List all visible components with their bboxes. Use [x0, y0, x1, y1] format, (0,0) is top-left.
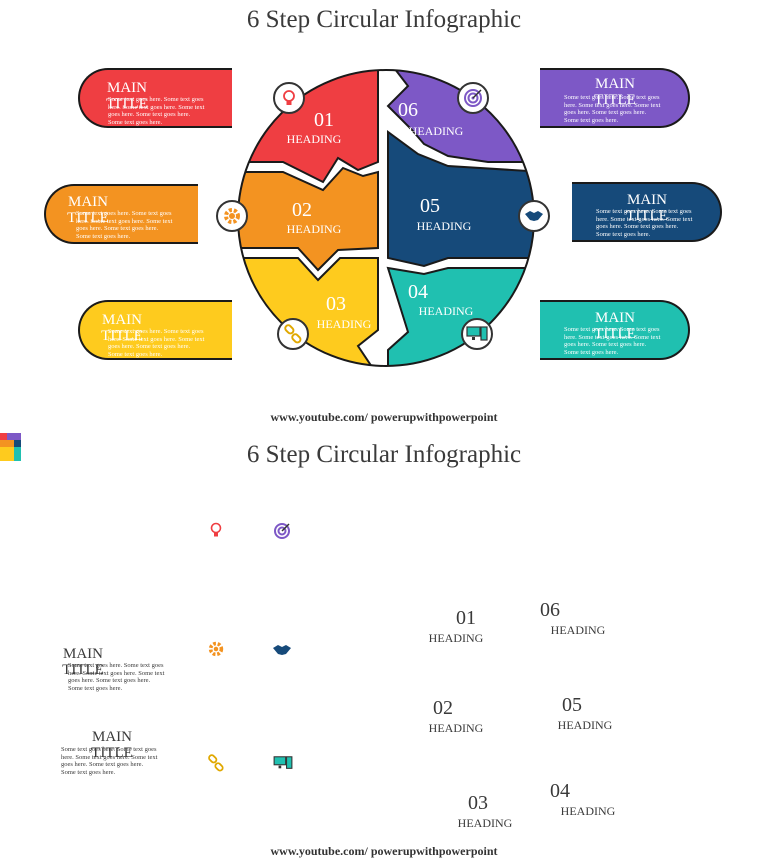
step-number-01: 01: [314, 109, 334, 131]
step-number-06: 06: [398, 99, 418, 121]
slide-title: 6 Step Circular Infographic: [246, 6, 522, 33]
step-number: 01: [456, 607, 476, 629]
step-heading-04: HEADING: [418, 304, 474, 318]
handshake-icon: [272, 643, 292, 662]
card-left-1: MAIN TITLE Some text goes here. Some tex…: [70, 66, 232, 130]
slide-title-2: 6 Step Circular Infographic: [246, 441, 522, 468]
card-right-2: MAIN TITLE Some text goes here. Some tex…: [572, 180, 728, 244]
computer-icon: [272, 755, 294, 776]
link-icon: [277, 318, 309, 350]
step-heading-05: HEADING: [416, 219, 472, 233]
card-right-1: MAIN TITLE Some text goes here. Some tex…: [540, 66, 696, 130]
lightbulb-icon: [208, 521, 224, 544]
step-number: 04: [550, 780, 570, 802]
step-heading: HEADING: [557, 718, 613, 732]
segment-05: [387, 130, 534, 268]
card-title: MAIN TITLE: [62, 646, 104, 678]
footer-link[interactable]: www.youtube.com/ powerupwithpowerpoint: [270, 410, 498, 424]
step-heading: HEADING: [428, 631, 484, 645]
lightbulb-icon: [273, 82, 305, 114]
step-heading: HEADING: [550, 623, 606, 637]
handshake-icon: [518, 200, 550, 232]
card-left-3: MAIN TITLE Some text goes here. Some tex…: [70, 298, 232, 362]
step-number-03: 03: [326, 293, 346, 315]
gear-icon: [216, 200, 248, 232]
link-icon: [207, 754, 225, 777]
computer-icon: [461, 318, 493, 350]
card-left-2: MAIN TITLE Some text goes here. Some tex…: [38, 182, 198, 246]
card-title: MAIN TITLE: [91, 729, 133, 761]
step-heading-03: HEADING: [316, 317, 372, 331]
circular-diagram: [237, 69, 535, 367]
step-number-05: 05: [420, 195, 440, 217]
step-number-04: 04: [408, 281, 428, 303]
step-heading-06: HEADING: [408, 124, 464, 138]
step-number: 03: [468, 792, 488, 814]
step-heading: HEADING: [560, 804, 616, 818]
card-body: Some text goes here. Some text goes here…: [61, 746, 158, 776]
step-number: 06: [540, 599, 560, 621]
step-number-02: 02: [292, 199, 312, 221]
step-heading-01: HEADING: [286, 132, 342, 146]
segment-02: [238, 166, 379, 272]
target-icon: [272, 521, 292, 546]
step-heading-02: HEADING: [286, 222, 342, 236]
step-number: 02: [433, 697, 453, 719]
footer-link-2[interactable]: www.youtube.com/ powerupwithpowerpoint: [270, 844, 498, 858]
card-body: Some text goes here. Some text goes here…: [68, 662, 165, 692]
target-icon: [457, 82, 489, 114]
step-heading: HEADING: [428, 721, 484, 735]
gear-icon: [207, 640, 225, 663]
card-right-3: MAIN TITLE Some text goes here. Some tex…: [540, 298, 696, 362]
step-number: 05: [562, 694, 582, 716]
step-heading: HEADING: [457, 816, 513, 830]
